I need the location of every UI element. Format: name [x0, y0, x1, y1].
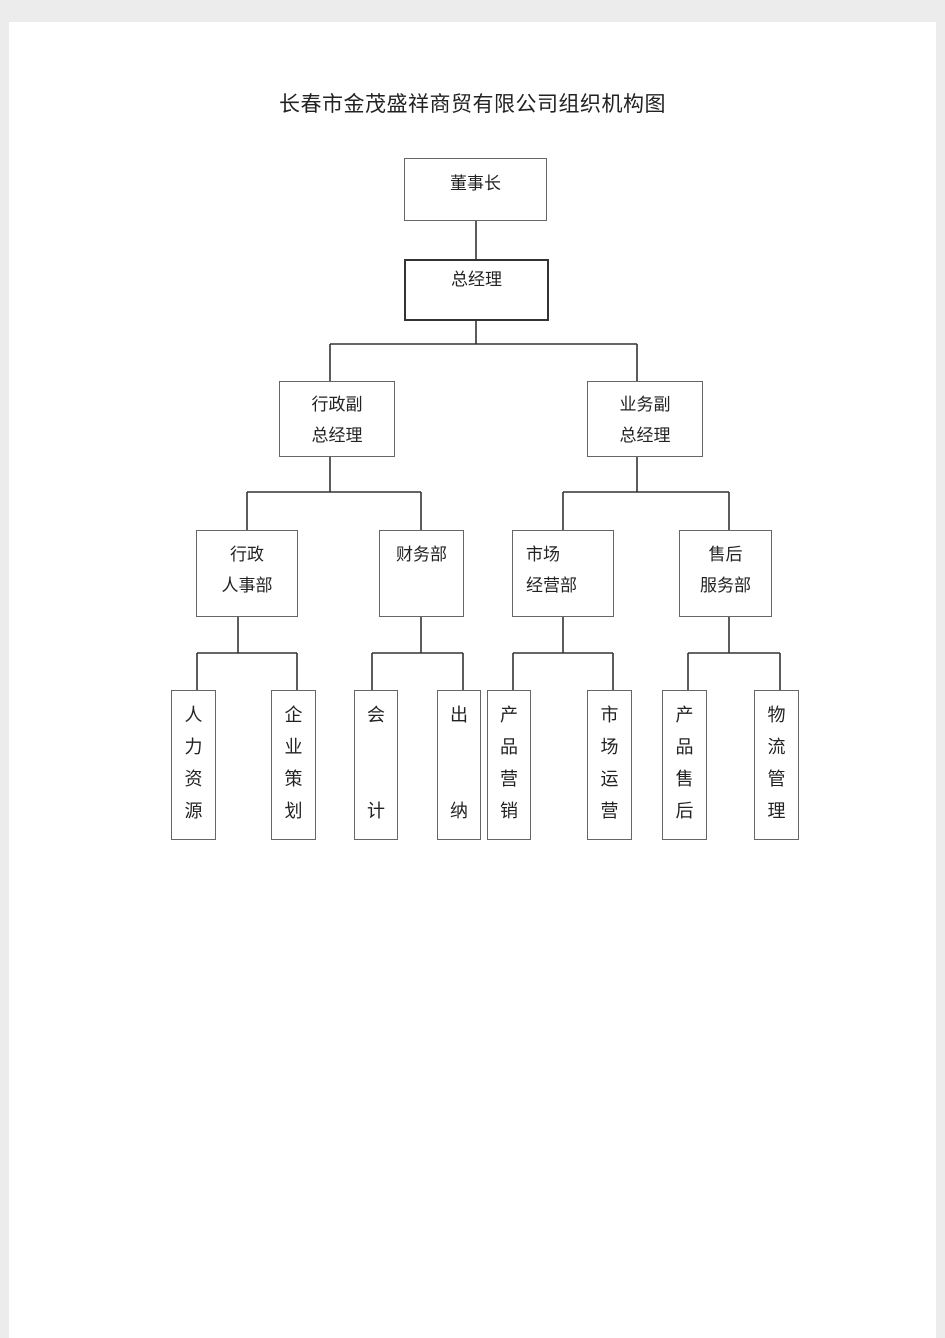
node-dept-aftersales-line2: 服务部: [700, 576, 751, 596]
leaf-char: 理: [767, 801, 786, 822]
leaf-char: 运: [600, 769, 619, 790]
leaf-char: 策: [284, 769, 303, 790]
node-general-manager-label: 总经理: [451, 270, 502, 290]
leaf-product-marketing: 产 品 营 销: [487, 690, 531, 840]
node-general-manager: 总经理: [404, 259, 549, 321]
leaf-char: 业: [284, 737, 303, 758]
leaf-char: 源: [184, 801, 203, 822]
leaf-char: 纳: [450, 801, 468, 822]
node-dept-finance-label: 财务部: [396, 545, 447, 565]
leaf-char: 企: [284, 705, 303, 726]
leaf-char: 品: [500, 737, 518, 758]
node-dept-finance: 财务部: [379, 530, 464, 617]
leaf-char: 销: [500, 801, 518, 822]
node-dept-hr-line2: 人事部: [221, 576, 273, 596]
node-vp-admin-line1: 行政副: [311, 395, 363, 415]
node-vp-business: 业务副 总经理: [587, 381, 703, 457]
node-vp-business-line2: 总经理: [619, 426, 671, 446]
leaf-char: 物: [767, 705, 786, 726]
leaf-hr-resources: 人 力 资 源: [171, 690, 216, 840]
leaf-char: 流: [767, 737, 786, 758]
leaf-char: 售: [675, 769, 694, 790]
node-chairman: 董事长: [404, 158, 547, 221]
leaf-char: 营: [500, 769, 518, 790]
leaf-char-spacer: [355, 764, 397, 796]
leaf-char: 出: [450, 705, 468, 726]
leaf-char: 人: [184, 705, 203, 726]
leaf-char-spacer: [438, 764, 480, 796]
leaf-accounting: 会 计: [354, 690, 398, 840]
node-dept-market-line1: 市场: [526, 545, 560, 565]
leaf-char: 力: [184, 737, 203, 758]
leaf-char: 计: [367, 801, 385, 822]
leaf-char: 管: [767, 769, 786, 790]
leaf-char: 划: [284, 801, 303, 822]
node-dept-hr-line1: 行政: [230, 545, 264, 565]
leaf-char: 市: [600, 705, 619, 726]
leaf-cashier: 出 纳: [437, 690, 481, 840]
node-dept-market: 市场 经营部: [512, 530, 614, 617]
node-chairman-label: 董事长: [450, 174, 501, 194]
leaf-logistics: 物 流 管 理: [754, 690, 799, 840]
node-vp-admin-line2: 总经理: [311, 426, 363, 446]
document-page: [9, 22, 936, 1338]
node-dept-aftersales-line1: 售后: [708, 545, 743, 565]
node-dept-aftersales: 售后 服务部: [679, 530, 772, 617]
leaf-char: 会: [367, 705, 385, 726]
leaf-char-spacer: [438, 732, 480, 764]
leaf-char: 产: [500, 705, 518, 726]
node-dept-hr: 行政 人事部: [196, 530, 298, 617]
leaf-char: 营: [600, 801, 619, 822]
leaf-char: 后: [675, 801, 694, 822]
leaf-product-aftersales: 产 品 售 后: [662, 690, 707, 840]
leaf-char-spacer: [355, 732, 397, 764]
node-vp-admin: 行政副 总经理: [279, 381, 395, 457]
leaf-char: 场: [600, 737, 619, 758]
node-vp-business-line1: 业务副: [619, 395, 671, 415]
leaf-char: 资: [184, 769, 203, 790]
leaf-planning: 企 业 策 划: [271, 690, 316, 840]
leaf-char: 品: [675, 737, 694, 758]
leaf-char: 产: [675, 705, 694, 726]
chart-title: 长春市金茂盛祥商贸有限公司组织机构图: [279, 92, 666, 116]
node-dept-market-line2: 经营部: [526, 576, 577, 596]
leaf-market-ops: 市 场 运 营: [587, 690, 632, 840]
